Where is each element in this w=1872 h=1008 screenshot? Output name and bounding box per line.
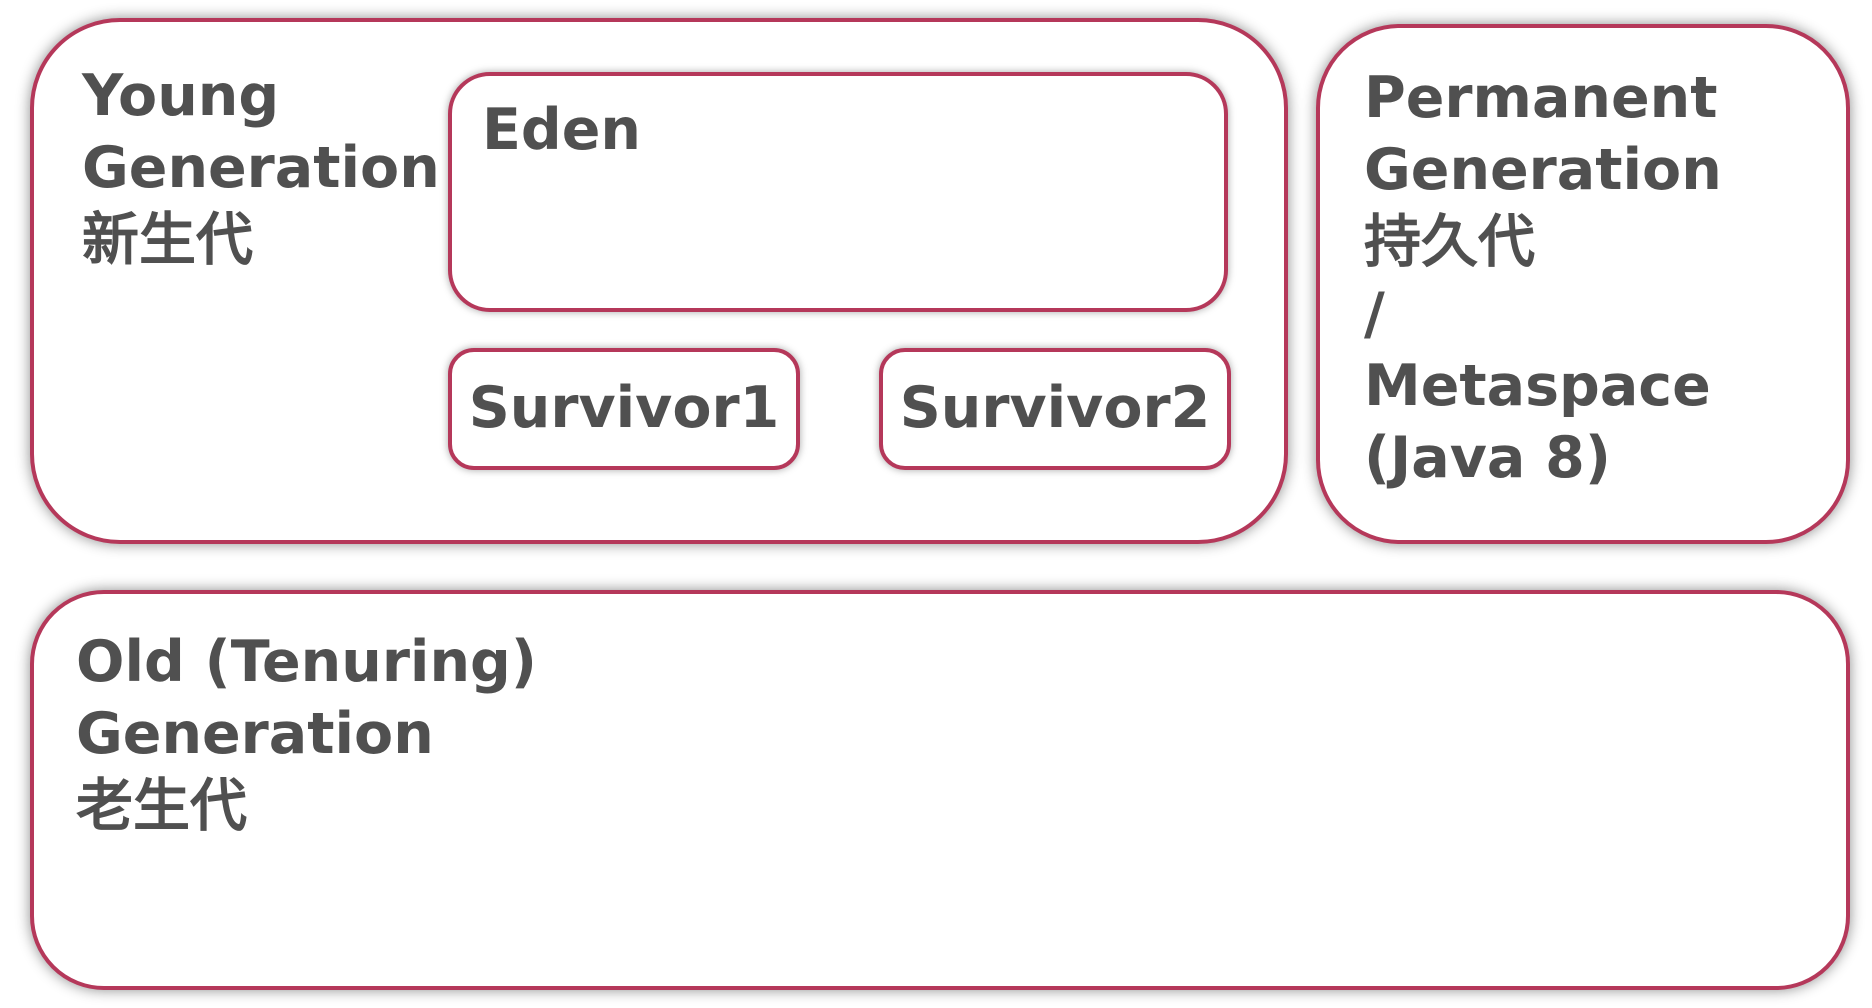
young-generation-label: Young Generation 新生代 [82,60,440,276]
young-generation-box: Young Generation 新生代 Eden Survivor1 Surv… [30,18,1288,544]
eden-label: Eden [482,97,641,163]
survivor1-label: Survivor1 [468,375,780,441]
permanent-generation-label-line-4: / [1364,281,1385,347]
eden-box: Eden [448,72,1228,312]
old-generation-label-line-1: Old (Tenuring) [76,629,537,695]
permanent-generation-box: Permanent Generation 持久代 / Metaspace (Ja… [1316,24,1850,544]
old-generation-label-line-2: Generation [76,701,434,767]
survivor1-box: Survivor1 [448,348,800,470]
permanent-generation-label-line-2: Generation [1364,137,1722,203]
survivor2-label: Survivor2 [899,375,1211,441]
old-generation-box: Old (Tenuring) Generation 老生代 [30,590,1850,990]
permanent-generation-label-line-3: 持久代 [1364,209,1535,275]
permanent-generation-label-line-5: Metaspace [1364,353,1711,419]
young-generation-label-line-1: Young [82,63,280,129]
old-generation-label: Old (Tenuring) Generation 老生代 [76,626,537,842]
old-generation-label-line-3: 老生代 [76,773,247,839]
young-generation-label-line-2: Generation [82,135,440,201]
survivor2-box: Survivor2 [879,348,1231,470]
permanent-generation-label-line-6: (Java 8) [1364,425,1611,491]
permanent-generation-label: Permanent Generation 持久代 / Metaspace (Ja… [1364,62,1722,494]
young-generation-label-line-3: 新生代 [82,207,253,273]
permanent-generation-label-line-1: Permanent [1364,65,1718,131]
